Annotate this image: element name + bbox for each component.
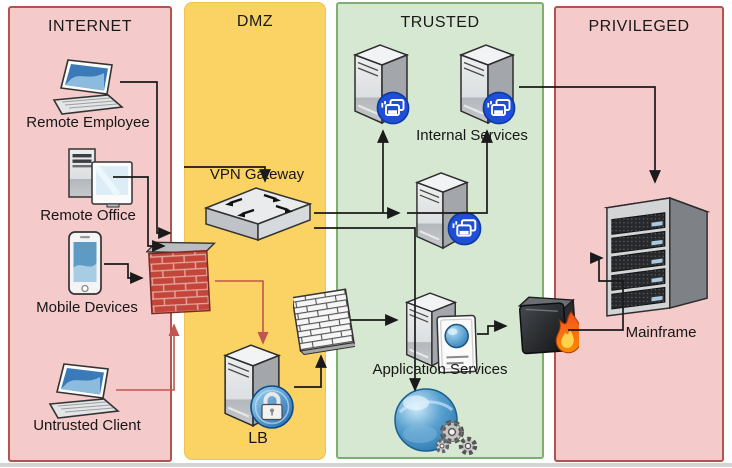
mobile-devices-label: Mobile Devices (36, 299, 138, 316)
gear-icon (434, 438, 450, 454)
zone-trusted-title: TRUSTED (400, 14, 480, 31)
terminal-services-badge-icon (447, 211, 482, 246)
vpn-gateway-label: VPN Gateway (209, 166, 305, 183)
internet-dmz-brick-firewall-icon (146, 234, 218, 316)
mainframe-rack-icon (603, 186, 713, 320)
lock-badge-icon (249, 384, 295, 430)
trusted-privileged-flame-firewall-icon (515, 292, 579, 362)
remote-office-workstation-icon (66, 146, 136, 208)
web-services-globe-icon (390, 382, 482, 460)
zone-dmz-title: DMZ (236, 13, 274, 30)
internal-services-label: Internal Services (416, 127, 528, 144)
remote-employee-laptop-icon (48, 58, 128, 116)
mainframe-label: Mainframe (625, 324, 697, 341)
zone-internet-title: INTERNET (48, 18, 132, 35)
terminal-services-badge-icon (376, 91, 410, 125)
application-services-label: Application Services (372, 361, 508, 378)
remote-office-label: Remote Office (40, 207, 136, 224)
gear-icon (440, 420, 464, 444)
canvas-bottom-edge (0, 463, 732, 467)
untrusted-client-laptop-icon (44, 362, 124, 420)
gear-icon (458, 436, 478, 456)
zone-privileged-title: PRIVILEGED (588, 18, 690, 35)
app-panel-icon (435, 313, 481, 377)
vpn-gateway-switch-icon (202, 184, 314, 242)
mobile-device-phone-icon (66, 230, 106, 298)
remote-employee-label: Remote Employee (26, 114, 150, 131)
dmz-trusted-brick-firewall-icon (293, 285, 355, 355)
untrusted-client-label: Untrusted Client (33, 417, 141, 434)
lb-label: LB (248, 430, 268, 447)
terminal-services-badge-icon (482, 91, 516, 125)
